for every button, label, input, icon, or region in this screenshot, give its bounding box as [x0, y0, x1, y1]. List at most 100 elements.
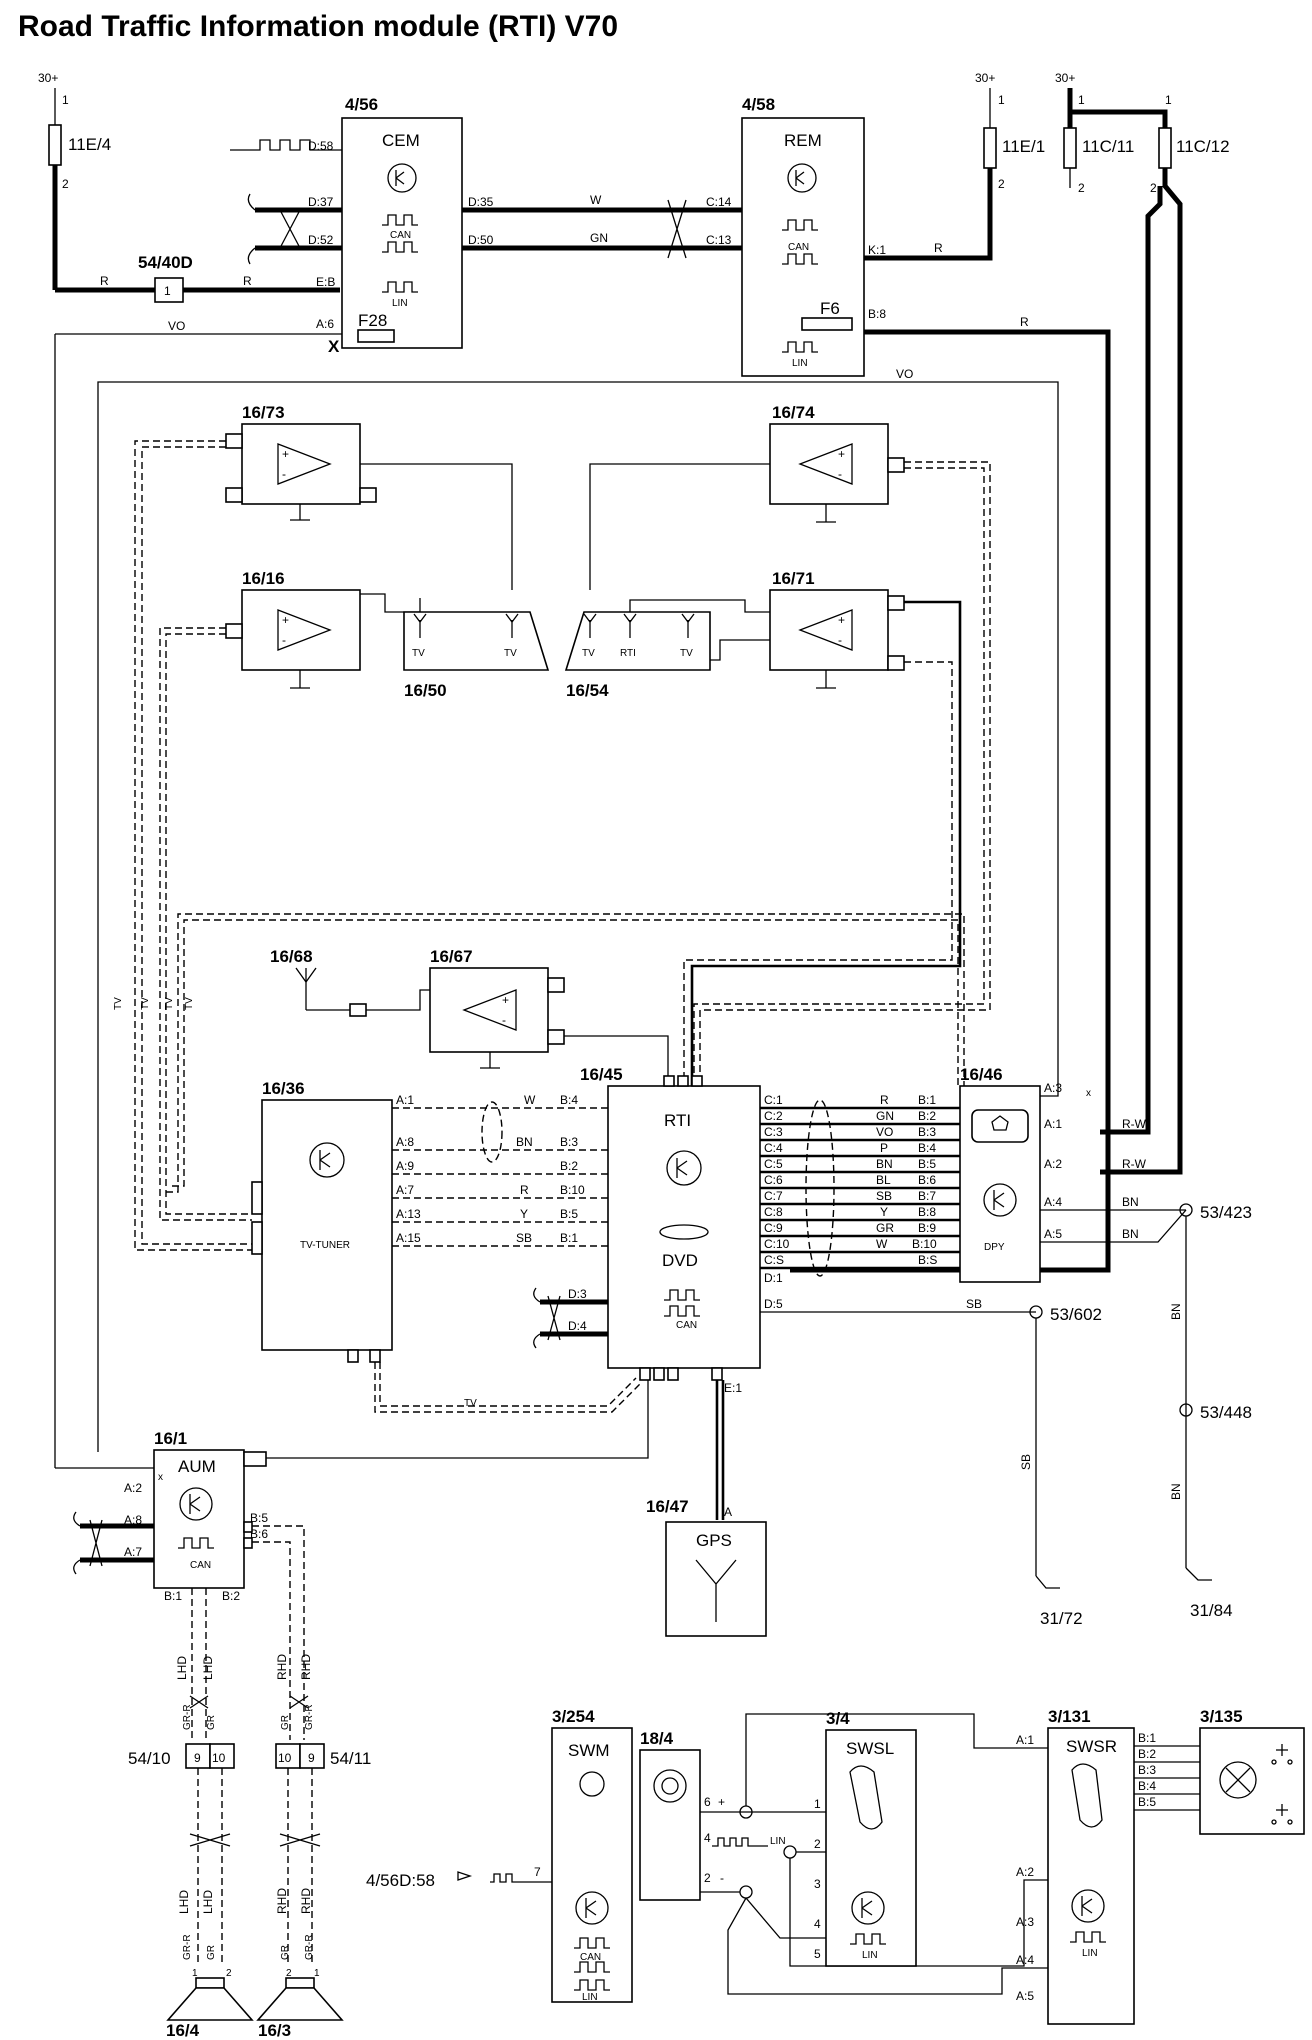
- svg-text:16/45: 16/45: [580, 1065, 623, 1084]
- svg-text:TV-TUNER: TV-TUNER: [300, 1240, 350, 1251]
- svg-text:A:3: A:3: [1044, 1081, 1062, 1095]
- svg-text:CAN: CAN: [580, 1952, 601, 1963]
- svg-text:B:9: B:9: [918, 1221, 936, 1235]
- svg-text:E:1: E:1: [724, 1381, 742, 1395]
- svg-text:TV: TV: [140, 997, 151, 1010]
- dpy-right-pins: A:3 A:1 A:2 A:4 A:5: [1044, 1081, 1062, 1241]
- svg-text:GN: GN: [590, 231, 608, 245]
- svg-text:54/11: 54/11: [330, 1749, 371, 1768]
- svg-text:C:3: C:3: [764, 1125, 783, 1139]
- svg-text:16/74: 16/74: [772, 403, 815, 422]
- svg-text:Y: Y: [880, 1205, 888, 1219]
- page-title: Road Traffic Information module (RTI) V7…: [18, 10, 619, 43]
- svg-text:A:2: A:2: [1016, 1865, 1034, 1879]
- svg-text:A:5: A:5: [1016, 1989, 1034, 2003]
- svg-text:B:8: B:8: [868, 307, 886, 321]
- tuner-pins: A:1 A:8 A:9 A:7 A:13 A:15: [396, 1093, 421, 1245]
- svg-text:CAN: CAN: [676, 1320, 697, 1331]
- svg-text:GR: GR: [280, 1945, 291, 1960]
- svg-text:AUM: AUM: [178, 1457, 216, 1476]
- svg-text:53/602: 53/602: [1050, 1305, 1102, 1324]
- svg-text:W: W: [524, 1093, 536, 1107]
- svg-text:VO: VO: [876, 1125, 893, 1139]
- svg-text:LHD: LHD: [201, 1890, 215, 1914]
- rti-dpy-wires: [760, 1099, 960, 1277]
- svg-text:D:5: D:5: [764, 1297, 783, 1311]
- svg-text:11C/11: 11C/11: [1082, 137, 1134, 156]
- svg-text:3/4: 3/4: [826, 1709, 850, 1728]
- rti-dpy-wire-colors: R GN VO P BN BL SB Y GR W: [876, 1093, 894, 1251]
- svg-text:B:S: B:S: [918, 1253, 937, 1267]
- fuse-11e1: [983, 127, 997, 169]
- swsr-module: [1047, 1727, 1135, 2025]
- transistor-icon: [851, 1891, 885, 1925]
- svg-text:A:3: A:3: [1016, 1915, 1034, 1929]
- svg-text:B:4: B:4: [560, 1093, 578, 1107]
- ground-splice: [1179, 1403, 1193, 1417]
- svg-text:1: 1: [314, 1968, 320, 1979]
- aum-module: [153, 1449, 245, 1589]
- tuner-rti-wires: [392, 1101, 610, 1247]
- fuse-11e4: [48, 124, 62, 166]
- fuse-f6: [801, 317, 853, 331]
- svg-text:R-W: R-W: [1122, 1157, 1147, 1171]
- svg-text:BN: BN: [876, 1157, 893, 1171]
- svg-text:2: 2: [998, 177, 1005, 191]
- svg-text:GPS: GPS: [696, 1531, 732, 1550]
- svg-text:RHD: RHD: [275, 1888, 289, 1914]
- antenna-16-54: TV RTI TV 16/54: [564, 611, 711, 700]
- svg-text:16/16: 16/16: [242, 569, 285, 588]
- svg-text:31/84: 31/84: [1190, 1601, 1233, 1620]
- svg-text:16/36: 16/36: [262, 1079, 305, 1098]
- svg-text:-: -: [838, 633, 842, 647]
- svg-text:4: 4: [814, 1917, 821, 1931]
- rti-right-pins: C:1 C:2 C:3 C:4 C:5 C:6 C:7 C:8 C:9 C:10…: [764, 1093, 790, 1285]
- svg-text:1: 1: [1165, 93, 1172, 107]
- svg-text:18/4: 18/4: [640, 1729, 674, 1748]
- svg-text:2: 2: [226, 1968, 232, 1979]
- svg-text:3/131: 3/131: [1048, 1707, 1091, 1726]
- svg-text:31/72: 31/72: [1040, 1609, 1083, 1628]
- svg-text:GR-R: GR-R: [182, 1934, 193, 1960]
- svg-text:VO: VO: [168, 319, 185, 333]
- svg-text:x: x: [1086, 1088, 1091, 1099]
- svg-text:TV: TV: [504, 648, 517, 659]
- svg-text:D:37: D:37: [308, 195, 334, 209]
- svg-text:B:1: B:1: [164, 1589, 182, 1603]
- svg-text:R-W: R-W: [1122, 1117, 1147, 1131]
- svg-text:C:S: C:S: [764, 1253, 784, 1267]
- connector-54-10: [185, 1743, 211, 1769]
- svg-text:x: x: [158, 1472, 163, 1483]
- svg-text:B:2: B:2: [918, 1109, 936, 1123]
- svg-text:REM: REM: [784, 131, 822, 150]
- svg-text:A:1: A:1: [1044, 1117, 1062, 1131]
- svg-text:C:7: C:7: [764, 1189, 783, 1203]
- svg-text:1: 1: [192, 1968, 198, 1979]
- svg-text:BN: BN: [516, 1135, 533, 1149]
- svg-text:GR-R: GR-R: [304, 1704, 315, 1730]
- amp-16-74: 16/74 + -: [769, 403, 905, 523]
- transistor-icon: [983, 1183, 1017, 1217]
- svg-text:LHD: LHD: [175, 1656, 189, 1680]
- svg-text:9: 9: [194, 1751, 201, 1765]
- dvd-disc-icon: [659, 1224, 709, 1240]
- svg-text:RTI: RTI: [620, 648, 636, 659]
- svg-text:16/4: 16/4: [166, 2021, 200, 2040]
- svg-text:B:1: B:1: [1138, 1731, 1156, 1745]
- svg-text:5: 5: [814, 1947, 821, 1961]
- svg-text:TV: TV: [113, 997, 124, 1010]
- svg-text:TV: TV: [680, 648, 693, 659]
- cem-name: CEM: [382, 131, 420, 150]
- swsr-right-pins: B:1 B:2 B:3 B:4 B:5: [1134, 1731, 1200, 1811]
- svg-text:A:1: A:1: [396, 1093, 414, 1107]
- svg-text:R: R: [934, 241, 943, 255]
- relay-54-40d: [154, 277, 184, 303]
- svg-text:9: 9: [308, 1751, 315, 1765]
- svg-text:CAN: CAN: [190, 1560, 211, 1571]
- relay-num: 1: [164, 284, 171, 298]
- svg-text:16/67: 16/67: [430, 947, 473, 966]
- svg-text:B:2: B:2: [1138, 1747, 1156, 1761]
- svg-text:K:1: K:1: [868, 243, 886, 257]
- svg-text:16/54: 16/54: [566, 681, 609, 700]
